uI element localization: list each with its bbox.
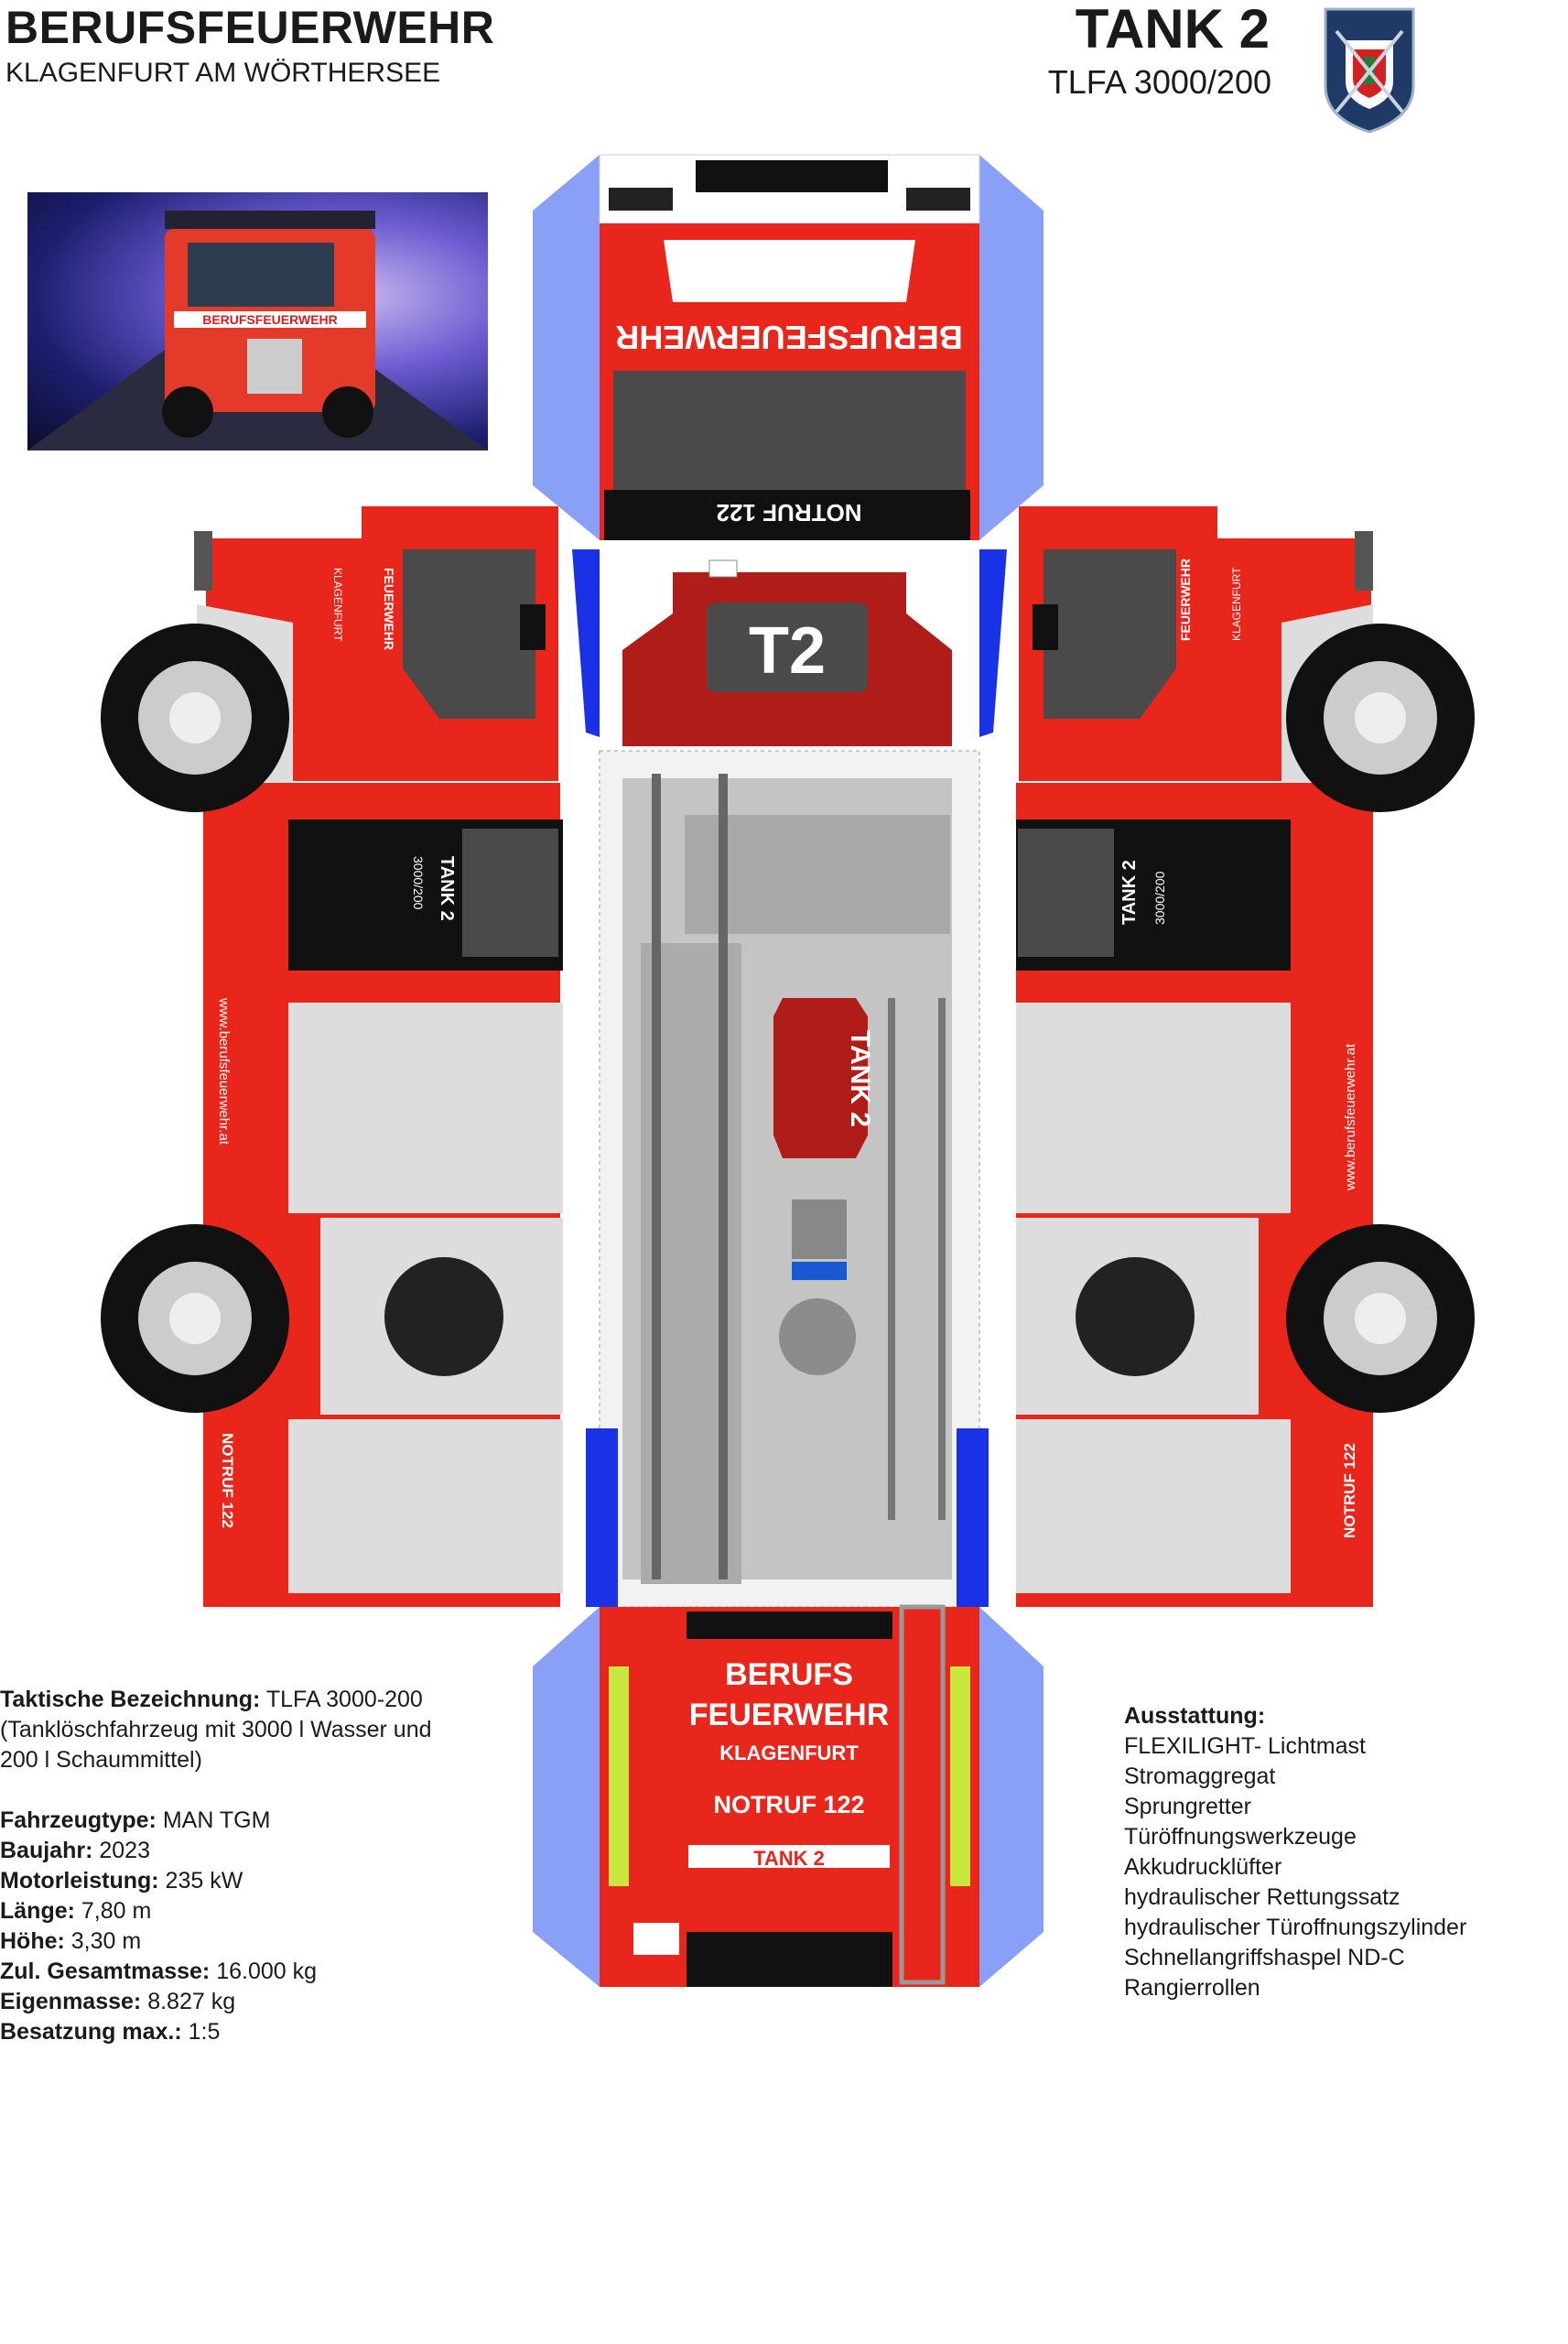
spec-row: Fahrzeugtype: MAN TGM [0,1806,476,1836]
spec-label: Besatzung max.: [0,2019,182,2045]
equipment-item: Schnellangriffshaspel ND-C [1124,1945,1405,1970]
vehicle-name: TANK 2 [1075,0,1270,60]
right-front-wheel [1286,624,1475,812]
roof-panel: TANK 2 [586,750,989,1608]
spec-value: 235 kW [165,1868,243,1894]
left-side-url: www.berufsfeuerwehr.at [216,997,232,1145]
left-cab-door-city: KLAGENFURT [331,568,344,642]
left-side-rear-text: NOTRUF 122 [219,1433,236,1528]
roof-box-text: TANK 2 [845,1030,875,1127]
equipment-list: Ausstattung: FLEXILIGHT- Lichtmast Strom… [1124,1701,1466,2003]
left-tank-label: TANK 2 [437,856,457,921]
tactical-note-2: 200 l Schaummittel) [0,1747,202,1773]
equipment-item: FLEXILIGHT- Lichtmast [1124,1733,1366,1759]
tactical-note-1: (Tanklöschfahrzeug mit 3000 l Wasser und [0,1717,432,1742]
spec-value: 7,80 m [81,1898,152,1924]
rear-line-2: FEUERWEHR [689,1698,890,1732]
spec-row: Länge: 7,80 m [0,1896,476,1926]
rear-line-4: NOTRUF 122 [713,1791,864,1818]
equipment-item: Akkudrucklüfter [1124,1854,1282,1880]
left-cab-door-text: FEUERWEHR [382,568,396,650]
right-cab-door-text: FEUERWEHR [1178,559,1193,641]
left-rear-wheel [101,1224,289,1413]
rear-line-1: BERUFS [725,1657,853,1692]
org-title: BERUFSFEUERWEHR [5,2,495,53]
spec-label: Zul. Gesamtmasse: [0,1959,211,1984]
spec-value: MAN TGM [162,1807,271,1833]
spec-label: Länge: [0,1898,75,1924]
fire-department-emblem [1324,7,1415,134]
right-side-url: www.berufsfeuerwehr.at [1343,1043,1358,1191]
right-tank-sublabel: 3000/200 [1152,871,1167,925]
spec-row: Besatzung max.: 1:5 [0,2017,476,2047]
spec-value: TLFA 3000-200 [265,1687,423,1712]
left-front-wheel [101,624,289,812]
spec-value: 1:5 [188,2019,221,2045]
windshield-banner: BERUFSFEUERWEHR [615,319,962,356]
left-side-panel: FEUERWEHR KLAGENFURT TANK 2 3000/200 www… [101,506,563,1607]
spec-value: 16.000 kg [216,1959,318,1984]
right-cab-door-city: KLAGENFURT [1230,567,1243,641]
rear-plate: TANK 2 [753,1847,825,1870]
spec-row: Baujahr: 2023 [0,1836,476,1866]
spec-label: Motorleistung: [0,1868,159,1894]
tactical-designation: Taktische Bezeichnung: TLFA 3000-200 [0,1685,476,1715]
equipment-item: Rangierrollen [1124,1975,1260,2001]
hood-panel: T2 [572,549,1007,751]
photo-truck-caption: BERUFSFEUERWEHR [202,312,338,327]
rear-panel: BERUFS FEUERWEHR KLAGENFURT NOTRUF 122 T… [533,1604,1044,1987]
vehicle-specs: Taktische Bezeichnung: TLFA 3000-200 (Ta… [0,1685,476,2047]
equipment-item: hydraulischer Rettungssatz [1124,1884,1400,1910]
spec-value: 8.827 kg [147,1989,236,2014]
spec-value: 3,30 m [70,1928,142,1954]
spec-label: Höhe: [0,1928,65,1954]
front-bar-text: NOTRUF 122 [717,499,862,526]
rear-line-3: KLAGENFURT [719,1742,859,1764]
right-rear-wheel [1286,1224,1475,1413]
vehicle-model: TLFA 3000/200 [1047,63,1271,101]
equipment-heading: Ausstattung: [1124,1703,1266,1729]
spec-value: 2023 [99,1838,150,1863]
spec-label: Eigenmasse: [0,1989,142,2014]
right-tank-label: TANK 2 [1119,860,1140,925]
right-side-rear-text: NOTRUF 122 [1341,1443,1358,1538]
hood-badge: T2 [749,614,826,688]
org-subtitle: KLAGENFURT AM WÖRTHERSEE [5,58,441,88]
truck-photo-illustration: BERUFSFEUERWEHR [27,211,488,450]
spec-label: Baujahr: [0,1838,93,1863]
spec-row: Zul. Gesamtmasse: 16.000 kg [0,1957,476,1987]
equipment-item: hydraulischer Türoffnungszylinder [1124,1915,1467,1940]
equipment-item: Stromaggregat [1124,1763,1276,1789]
vehicle-photo: BERUFSFEUERWEHR [27,192,488,450]
equipment-item: Türöffnungswerkzeuge [1124,1824,1357,1850]
front-cab-panel: BERUFSFEUERWEHR NOTRUF 122 [533,154,1044,540]
spec-label: Fahrzeugtype: [0,1807,157,1833]
equipment-item: Sprungretter [1124,1794,1251,1819]
spec-label: Taktische Bezeichnung: [0,1687,261,1712]
spec-row: Eigenmasse: 8.827 kg [0,1987,476,2017]
right-side-panel: FEUERWEHR KLAGENFURT TANK 2 3000/200 www… [1016,506,1475,1607]
spec-row: Höhe: 3,30 m [0,1926,476,1957]
spec-row: Motorleistung: 235 kW [0,1866,476,1896]
left-tank-sublabel: 3000/200 [411,856,426,910]
